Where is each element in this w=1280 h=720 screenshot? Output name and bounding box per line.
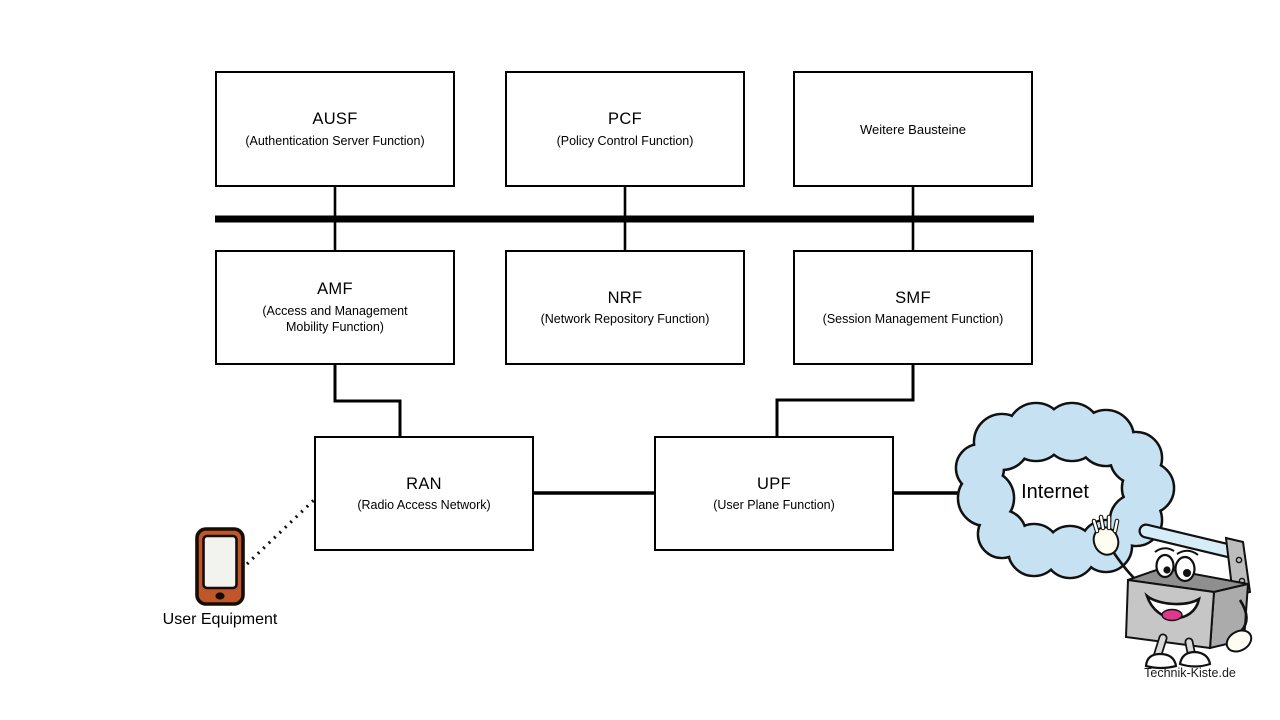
node-amf-title: AMF: [317, 280, 353, 299]
mascot-right-hand: [1225, 629, 1253, 653]
mascot-mouth: [1144, 592, 1201, 622]
node-pcf-subtitle: (Policy Control Function): [556, 133, 694, 148]
node-ausf-title: AUSF: [312, 110, 358, 129]
watermark-label: Technik-Kiste.de: [1144, 666, 1236, 680]
toolbox-mascot: [1091, 514, 1253, 670]
node-ausf-subtitle: (Authentication Server Function): [245, 133, 425, 148]
mascot-right-arm: [1238, 599, 1248, 632]
node-ran-title: RAN: [406, 474, 442, 493]
mascot-eyes: [1154, 547, 1199, 583]
node-ran-subtitle: (Radio Access Network): [357, 498, 491, 513]
node-upf-subtitle: (User Plane Function): [713, 498, 835, 513]
phone-home-button: [215, 592, 225, 600]
mascot-handle: [1140, 525, 1240, 558]
node-smf-title: SMF: [895, 288, 931, 307]
node-smf-subtitle: (Session Management Function): [822, 312, 1004, 327]
internet-label: Internet: [1021, 481, 1089, 503]
edge-smf-upf: [775, 365, 915, 436]
node-ausf: AUSF (Authentication Server Function): [215, 71, 455, 187]
mascot-waving-hand: [1091, 514, 1120, 556]
node-upf: UPF (User Plane Function): [654, 436, 894, 551]
node-amf: AMF (Access and Management Mobility Func…: [215, 250, 455, 365]
node-nrf-subtitle: (Network Repository Function): [540, 312, 710, 327]
node-weitere-label: Weitere Bausteine: [860, 121, 966, 137]
node-amf-subtitle: (Access and Management Mobility Function…: [262, 304, 408, 335]
node-nrf: NRF (Network Repository Function): [505, 250, 745, 365]
mascot-shoes: [1144, 650, 1212, 670]
node-pcf: PCF (Policy Control Function): [505, 71, 745, 187]
node-pcf-title: PCF: [608, 110, 642, 129]
node-weitere-bausteine: Weitere Bausteine: [793, 71, 1033, 187]
edge-ue-ran-dotted: [245, 498, 316, 566]
node-nrf-title: NRF: [607, 288, 643, 307]
edge-amf-ran: [333, 365, 402, 436]
node-ran: RAN (Radio Access Network): [314, 436, 534, 551]
smartphone-icon: [195, 527, 245, 606]
user-equipment-label: User Equipment: [162, 611, 278, 628]
node-smf: SMF (Session Management Function): [793, 250, 1033, 365]
node-upf-title: UPF: [757, 474, 791, 493]
